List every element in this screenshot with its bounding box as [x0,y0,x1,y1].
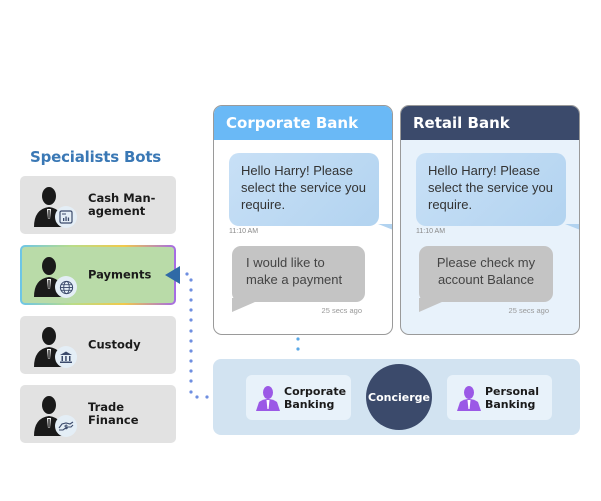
connector-dot [189,349,193,353]
bubble-tail [419,298,451,312]
concierge-bar: Corporate Banking Concierge Personal Ban… [213,359,580,435]
bubble-tail [378,224,392,238]
corporate-banking-chip[interactable]: Corporate Banking [246,375,351,420]
connector-dot [189,288,193,292]
user-message-time: 25 secs ago [508,306,549,315]
bot-label: Custody [88,337,141,352]
connector-dot [296,347,300,351]
bot-message-bubble: Hello Harry! Please select the service y… [416,153,566,226]
connector-dot [189,379,193,383]
handshake-money-icon: $ [55,415,77,437]
connector-dot [189,308,193,312]
personal-banking-chip[interactable]: Personal Banking [447,375,552,420]
bot-message-bubble: Hello Harry! Please select the service y… [229,153,379,226]
bot-card-payments[interactable]: Payments [20,245,176,305]
corporate-bank-title: Corporate Bank [214,106,392,140]
user-message-bubble: I would like to make a payment [232,246,365,302]
bank-icon [55,346,77,368]
user-message-bubble: Please check my account Balance [419,246,553,302]
bubble-tail [565,224,579,238]
bot-label: Cash Man- agement [88,191,156,218]
person-icon [256,386,280,411]
connector-dot [189,390,193,394]
connector-dot [185,272,189,276]
connector-dot [189,359,193,363]
connector-dot [189,369,193,373]
connector-dot [296,337,300,341]
connector-dot [189,329,193,333]
connector-dot [189,278,193,282]
bot-card-cash-management[interactable]: Cash Man- agement [20,176,176,234]
specialists-title: Specialists Bots [30,148,162,166]
concierge-hub[interactable]: Concierge [366,364,432,430]
corporate-banking-label: Corporate Banking [284,384,347,411]
bot-message-time: 11:10 AM [229,228,259,235]
user-message-time: 25 secs ago [321,306,362,315]
person-icon [457,386,481,411]
retail-bank-panel: Retail Bank Hello Harry! Please select t… [400,105,580,335]
bot-card-trade-finance[interactable]: $ Trade Finance [20,385,176,443]
connector-dot [189,339,193,343]
bot-card-custody[interactable]: Custody [20,316,176,374]
connector-dot [189,318,193,322]
chart-icon [55,206,77,228]
corporate-bank-panel: Corporate Bank Hello Harry! Please selec… [213,105,393,335]
bot-message-time: 11:10 AM [416,228,446,235]
svg-text:$: $ [64,424,68,431]
bubble-tail [232,298,264,312]
connector-dot [205,395,209,399]
arrow-head-icon [165,266,180,284]
retail-bank-title: Retail Bank [401,106,579,140]
bot-label: Trade Finance [88,400,139,427]
connector-dot [195,395,199,399]
globe-icon [55,276,77,298]
bot-label: Payments [88,267,152,282]
connector-dot [189,298,193,302]
personal-banking-label: Personal Banking [485,384,540,411]
